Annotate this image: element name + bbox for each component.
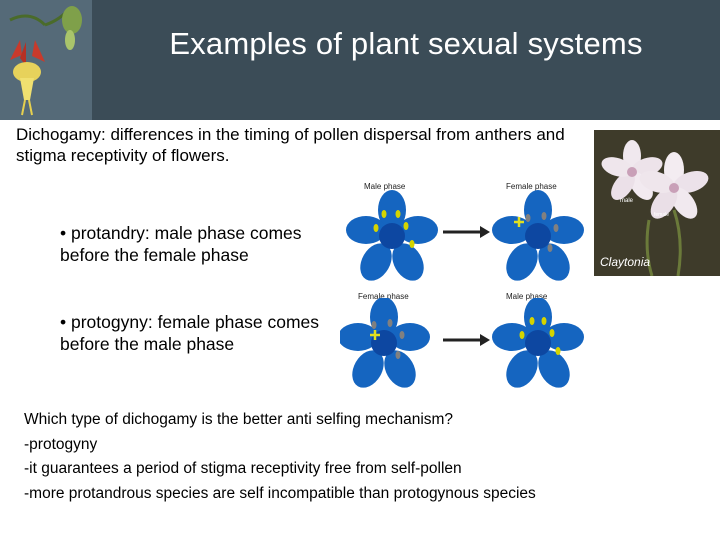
columbine-flower-image	[0, 0, 92, 120]
dichogamy-definition: Dichogamy: differences in the timing of …	[16, 124, 576, 166]
protandry-bullet: • protandry: male phase comes before the…	[60, 223, 302, 265]
flower-female-phase	[492, 190, 584, 281]
flower-male-phase	[492, 298, 584, 388]
slide-title: Examples of plant sexual systems	[169, 26, 643, 61]
answer-line: -it guarantees a period of stigma recept…	[24, 460, 462, 477]
arrow-right	[443, 226, 490, 238]
phase-label-female: Female phase	[506, 182, 557, 191]
phase-label-female: Female phase	[358, 292, 409, 301]
flower-male-phase	[346, 190, 438, 281]
protogyny-bullet: • protogyny: female phase comes before t…	[60, 312, 320, 354]
protandry-diagram	[346, 190, 584, 281]
claytonia-photo: male female Claytonia	[594, 130, 720, 276]
photo-label-male: male	[620, 198, 634, 204]
phase-label-male: Male phase	[364, 182, 406, 191]
question-answer-block: Which type of dichogamy is the better an…	[24, 408, 704, 506]
flower-female-phase	[340, 298, 430, 388]
answer-line: -protogyny	[24, 435, 98, 453]
question-line: Which type of dichogamy is the better an…	[24, 411, 454, 428]
photo-label-female: female	[654, 212, 669, 218]
title-bar: Examples of plant sexual systems	[0, 0, 720, 120]
answer-line: -more protandrous species are self incom…	[24, 484, 536, 502]
arrow-right	[443, 334, 490, 346]
protogyny-diagram	[340, 298, 584, 388]
photo-caption: Claytonia	[600, 255, 650, 269]
phase-label-male: Male phase	[506, 292, 548, 301]
